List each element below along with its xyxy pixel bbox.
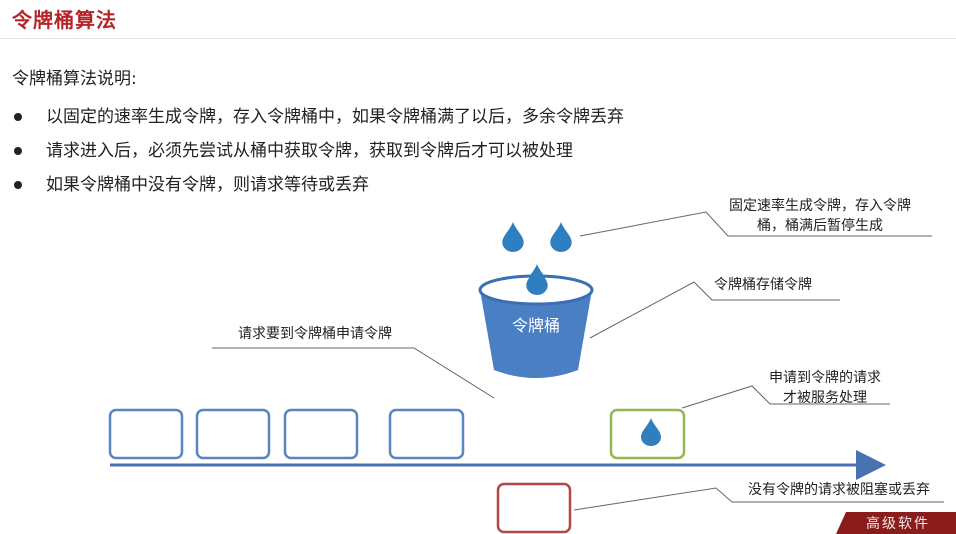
watermark-logo: 高级软件: [836, 512, 956, 534]
bullet-text: 如果令牌桶中没有令牌，则请求等待或丢弃: [46, 175, 369, 195]
bullet-dot-icon: [14, 113, 22, 121]
request-box: [388, 408, 465, 460]
blocked-request-box: [496, 482, 572, 534]
bucket-body: [480, 290, 592, 378]
leader-request: [212, 347, 495, 399]
bullet-item: 请求进入后，必须先尝试从桶中获取令牌，获取到令牌后才可以被处理: [12, 134, 624, 168]
token-drop-icon: [502, 222, 524, 252]
leader-generate: [579, 211, 932, 237]
annotation-generate-line2: 桶，桶满后暂停生成: [757, 218, 883, 234]
watermark-text: 高级软件: [866, 515, 930, 532]
bullet-text: 请求进入后，必须先尝试从桶中获取令牌，获取到令牌后才可以被处理: [46, 141, 573, 161]
annotation-request: 请求要到令牌桶申请令牌: [238, 326, 392, 342]
annotation-served: 申请到令牌的请求 才被服务处理: [752, 368, 898, 408]
page-title: 令牌桶算法: [12, 8, 117, 32]
annotation-generate-line1: 固定速率生成令牌，存入令牌: [729, 198, 911, 214]
annotation-served-line2: 才被服务处理: [783, 390, 867, 406]
annotation-generate: 固定速率生成令牌，存入令牌 桶，桶满后暂停生成: [708, 196, 932, 236]
bullet-item: 以固定的速率生成令牌，存入令牌桶中，如果令牌桶满了以后，多余令牌丢弃: [12, 100, 624, 134]
title-divider: [0, 38, 956, 39]
annotation-served-line1: 申请到令牌的请求: [769, 370, 881, 386]
request-box: [195, 408, 271, 460]
leader-blocked: [573, 487, 944, 511]
token-drop-icon: [526, 265, 548, 295]
leader-store: [589, 281, 840, 339]
request-box: [108, 408, 184, 460]
intro-label: 令牌桶算法说明:: [12, 69, 137, 89]
bullet-dot-icon: [14, 147, 22, 155]
request-box: [283, 408, 359, 460]
bullet-dot-icon: [14, 181, 22, 189]
bucket-label: 令牌桶: [512, 316, 560, 335]
bullet-item: 如果令牌桶中没有令牌，则请求等待或丢弃: [12, 168, 624, 202]
bullet-list: 以固定的速率生成令牌，存入令牌桶中，如果令牌桶满了以后，多余令牌丢弃 请求进入后…: [12, 100, 624, 202]
annotation-store: 令牌桶存储令牌: [714, 277, 812, 293]
annotation-blocked: 没有令牌的请求被阻塞或丢弃: [748, 482, 930, 498]
token-drop-icon: [550, 222, 572, 252]
bullet-text: 以固定的速率生成令牌，存入令牌桶中，如果令牌桶满了以后，多余令牌丢弃: [46, 107, 624, 127]
leader-served: [681, 385, 890, 409]
